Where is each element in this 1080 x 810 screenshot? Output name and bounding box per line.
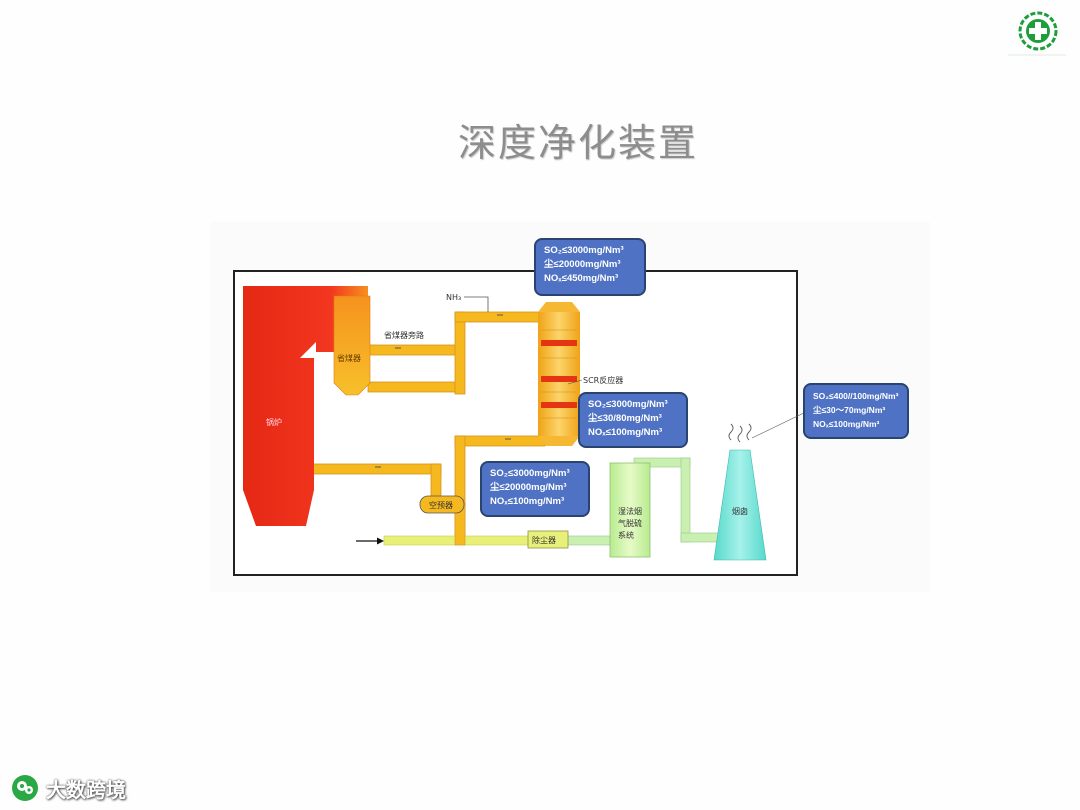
info-box-stack: SO₂≤400//100mg/Nm³ 尘≤30～70mg/Nm³ NOₓ≤100… bbox=[803, 383, 909, 439]
watermark-text: 大数跨境 bbox=[46, 777, 126, 802]
scr-outlet-dust: 尘≤20000mg/Nm³ bbox=[490, 482, 567, 493]
info-box-scr-inlet: SO₂≤3000mg/Nm³ 尘≤20000mg/Nm³ NOₓ≤450mg/N… bbox=[534, 238, 646, 296]
scr-inlet-nox: NOₓ≤450mg/Nm³ bbox=[544, 273, 619, 284]
air-preheater bbox=[419, 495, 465, 514]
label-economizer: 省煤器 bbox=[337, 353, 361, 363]
dust-collector bbox=[527, 530, 569, 549]
scr-outlet-so2: SO₂≤3000mg/Nm³ bbox=[490, 468, 570, 479]
info-box-scr-outlet: SO₂≤3000mg/Nm³ 尘≤20000mg/Nm³ NOₓ≤100mg/N… bbox=[480, 461, 590, 517]
info-box-fgd-inlet: SO₂≤3000mg/Nm³ 尘≤30/80mg/Nm³ NOₓ≤100mg/N… bbox=[578, 392, 688, 448]
stack-nox: NOₓ≤100mg/Nm³ bbox=[813, 419, 880, 429]
logo-underline bbox=[1008, 54, 1066, 56]
fgd-inlet-nox: NOₓ≤100mg/Nm³ bbox=[588, 427, 663, 438]
smoke-icon bbox=[728, 423, 752, 443]
label-boiler: 锅炉 bbox=[266, 417, 282, 427]
stack-dust: 尘≤30～70mg/Nm³ bbox=[813, 405, 886, 415]
label-economizer-bypass: 省煤器旁路 bbox=[384, 330, 424, 340]
label-fgd-line3: 系统 bbox=[618, 530, 634, 540]
slide-title: 深度净化装置 bbox=[458, 121, 699, 165]
fgd-inlet-dust: 尘≤30/80mg/Nm³ bbox=[588, 413, 662, 424]
air-inlet-arrow bbox=[356, 537, 384, 545]
label-scr-reactor: SCR反应器 bbox=[583, 375, 623, 385]
label-nh3: NH₃ bbox=[446, 293, 461, 302]
scr-inlet-dust: 尘≤20000mg/Nm³ bbox=[544, 259, 621, 270]
scr-outlet-nox: NOₓ≤100mg/Nm³ bbox=[490, 496, 565, 507]
stack-so2: SO₂≤400//100mg/Nm³ bbox=[813, 391, 899, 401]
chimney bbox=[713, 449, 767, 561]
scr-inlet-so2: SO₂≤3000mg/Nm³ bbox=[544, 245, 624, 256]
fgd-inlet-so2: SO₂≤3000mg/Nm³ bbox=[588, 399, 668, 410]
watermark: 大数跨境 bbox=[10, 772, 126, 804]
economizer bbox=[333, 295, 371, 396]
label-air-preheater: 空预器 bbox=[429, 500, 453, 510]
label-dust-collector: 除尘器 bbox=[532, 535, 556, 545]
label-fgd-line2: 气脱硫 bbox=[618, 518, 642, 528]
duct-flow-marks bbox=[375, 314, 511, 468]
label-chimney: 烟囱 bbox=[732, 506, 748, 516]
watermark-logo-icon bbox=[12, 775, 38, 801]
flue-ducts bbox=[312, 311, 546, 542]
label-fgd-line1: 湿法烟 bbox=[618, 506, 642, 516]
logo-cross-icon bbox=[1018, 11, 1058, 51]
scr-reactor bbox=[538, 302, 580, 446]
nh3-injection-line bbox=[464, 296, 489, 312]
fgd-tower bbox=[609, 462, 651, 558]
